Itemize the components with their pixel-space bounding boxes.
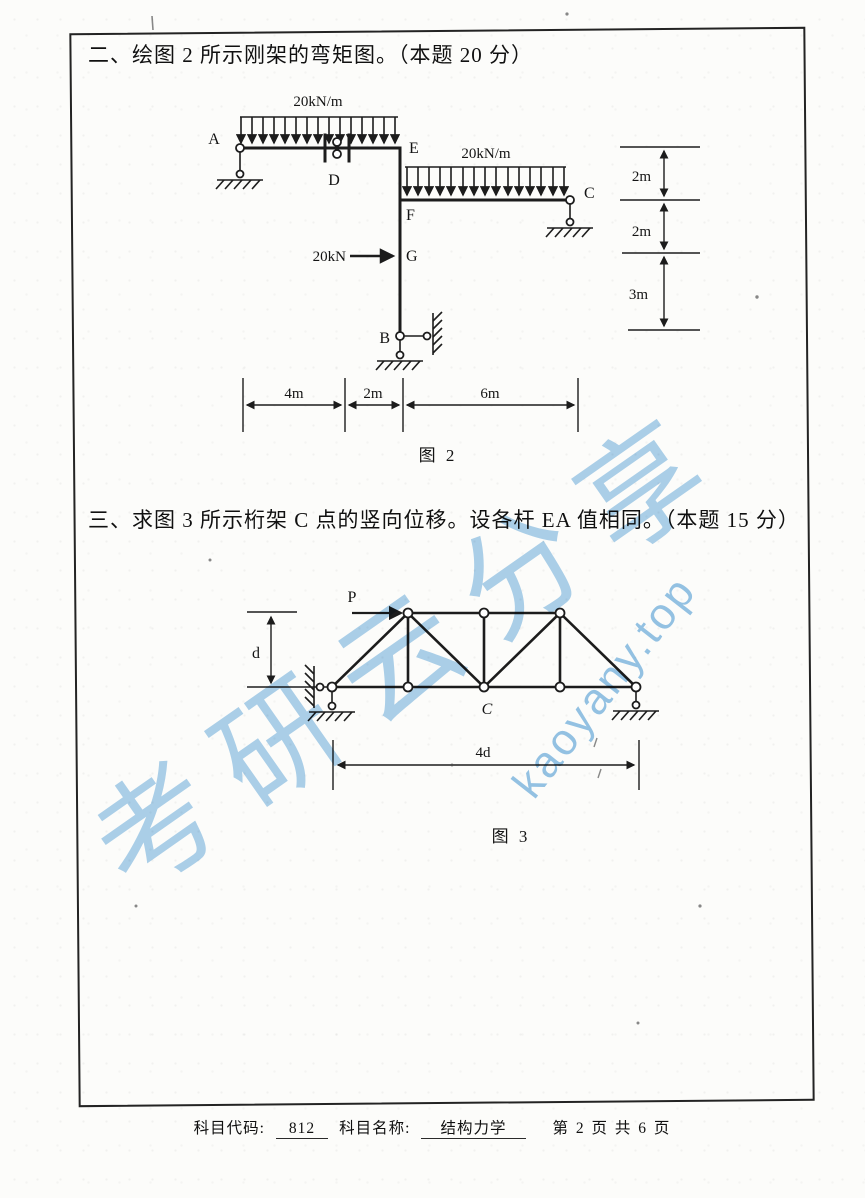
page-number-info: 第 2 页 共 6 页	[552, 1120, 672, 1137]
page-footer: 科目代码: 812 科目名称: 结构力学 第 2 页 共 6 页	[0, 1116, 865, 1139]
subject-name-value: 结构力学	[421, 1116, 526, 1139]
fig2-udl-top	[240, 116, 398, 143]
fig3-load-p-label: P	[348, 589, 357, 606]
fig3-caption: 图 3	[492, 827, 531, 846]
fig2-node-f-label: F	[406, 207, 415, 224]
fig3-support-left	[304, 664, 356, 722]
problem3-title: 三、求图 3 所示桁架 C 点的竖向位移。设各杆 EA 值相同。（本题 15 分…	[88, 508, 800, 532]
figure2-diagram: 20kN/m 20kN/m A D E C F G B 20kN 4m 2m 6…	[208, 94, 700, 465]
fig3-support-right	[611, 691, 660, 721]
subject-name-label: 科目名称:	[339, 1120, 411, 1137]
fig2-udl-right-label: 20kN/m	[461, 146, 511, 162]
subject-code-value: 812	[275, 1120, 329, 1139]
fig2-vertical-dimensions	[620, 146, 700, 331]
fig3-dim-d	[247, 611, 297, 685]
figure3-diagram: P d C 4d 图 3	[247, 589, 660, 846]
fig2-support-C	[545, 195, 594, 238]
fig2-node-g-label: G	[406, 248, 418, 265]
fig3-truss-joints	[326, 607, 642, 693]
fig2-dim-v3m-label: 3m	[629, 287, 649, 303]
fig2-node-b-label: B	[379, 330, 390, 347]
fig2-node-e-label: E	[409, 140, 419, 157]
fig3-node-c-label: C	[482, 701, 493, 718]
fig2-support-B	[375, 311, 443, 371]
fig3-dim-4d	[332, 740, 640, 790]
fig2-dim-6m-label: 6m	[480, 386, 500, 402]
fig3-truss-members	[247, 611, 638, 689]
fig2-dim-4m-label: 4m	[284, 386, 304, 402]
problem2-title: 二、绘图 2 所示刚架的弯矩图。（本题 20 分）	[88, 43, 533, 67]
fig2-support-A	[215, 143, 264, 190]
fig2-node-a-label: A	[208, 131, 220, 148]
fig2-caption: 图 2	[419, 446, 458, 465]
fig2-udl-top-label: 20kN/m	[293, 94, 343, 110]
fig2-horizontal-dimensions	[242, 378, 579, 432]
fig2-frame-members	[238, 146, 574, 332]
fig2-udl-right	[405, 166, 566, 195]
fig2-dim-v2m-1-label: 2m	[632, 169, 652, 185]
fig2-dim-v2m-2-label: 2m	[632, 224, 652, 240]
subject-code-label: 科目代码:	[193, 1120, 265, 1137]
scan-speckles	[134, 12, 759, 1025]
fig2-node-c-label: C	[584, 185, 595, 202]
fig2-point-load-label: 20kN	[313, 249, 347, 265]
fig2-dim-2m-label: 2m	[363, 386, 383, 402]
fig2-slider-joint-D	[323, 133, 351, 163]
fig3-dim-4d-label: 4d	[476, 745, 492, 761]
fig2-node-d-label: D	[328, 172, 340, 189]
fig3-dim-d-label: d	[252, 645, 260, 662]
